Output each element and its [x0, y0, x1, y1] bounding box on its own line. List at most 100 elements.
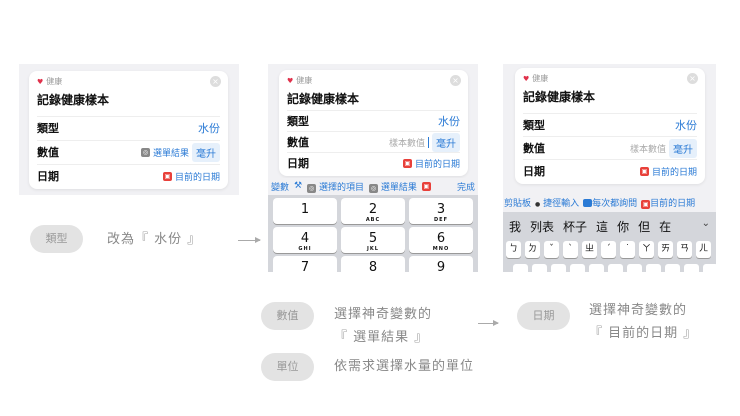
key-letters: GHI [298, 246, 312, 252]
calendar-icon[interactable]: ▣ [421, 181, 431, 191]
health-action-card: ♥健康 × 記錄健康樣本 類型水份 數值樣本數值毫升 日期▣目前的日期 [515, 68, 705, 184]
date-row[interactable]: 日期▣目前的日期 [287, 152, 460, 173]
zhuyin-key[interactable]: ˊ [601, 241, 616, 258]
zhuyin-key[interactable] [646, 264, 661, 272]
candidate-word[interactable]: 這 [596, 219, 609, 234]
key-letters: ABC [365, 217, 381, 223]
candidate-word[interactable]: 杯子 [563, 219, 588, 234]
value-row[interactable]: 數值樣本數值毫升 [287, 131, 460, 152]
zhuyin-key[interactable]: ㄢ [677, 241, 692, 258]
close-icon[interactable]: × [687, 73, 698, 84]
date-variable[interactable]: 目前的日期 [414, 159, 460, 170]
key-digit: 6 [436, 231, 446, 246]
zhuyin-key[interactable] [532, 264, 547, 272]
magic-wand-icon[interactable]: ⚒ [294, 181, 303, 191]
date-variable[interactable]: 目前的日期 [174, 172, 220, 183]
type-value[interactable]: 水份 [198, 122, 220, 135]
zhuyin-key[interactable] [570, 264, 585, 272]
value-input[interactable]: 樣本數值 [388, 138, 425, 149]
zhuyin-key[interactable] [589, 264, 604, 272]
type-row[interactable]: 類型 水份 [523, 113, 697, 136]
value-row[interactable]: 數值樣本數值毫升 [523, 136, 697, 159]
candidate-word[interactable]: 在 [659, 219, 672, 234]
zhuyin-key[interactable] [551, 264, 566, 272]
zhuyin-key[interactable] [627, 264, 642, 272]
candidate-word[interactable]: 但 [638, 219, 651, 234]
zhuyin-key[interactable] [684, 264, 699, 272]
date-variable[interactable]: 目前的日期 [651, 167, 697, 178]
calendar-icon: ▣ [641, 199, 651, 209]
zhuyin-key[interactable]: ㄓ [582, 241, 597, 258]
menu-result-label: 選單結果 [380, 182, 417, 193]
zhuyin-key[interactable]: ˇ [544, 241, 559, 258]
zhuyin-key[interactable] [665, 264, 680, 272]
menu-icon: ◎ [307, 183, 317, 193]
value-pill: 數值 [261, 302, 314, 330]
type-value[interactable]: 水份 [675, 119, 697, 132]
close-icon[interactable]: × [210, 76, 221, 87]
value-variable[interactable]: 選單結果 [152, 148, 189, 159]
done-button[interactable]: 完成 [456, 182, 475, 193]
date-row[interactable]: 日期▣目前的日期 [523, 159, 697, 182]
key-9[interactable]: 9 [409, 256, 473, 272]
close-icon[interactable]: × [450, 75, 461, 86]
menu-result-button[interactable]: ◎ 選單結果 [368, 180, 417, 193]
zhuyin-key[interactable]: ㄅ [506, 241, 521, 258]
zhuyin-key[interactable]: ㄚ [639, 241, 654, 258]
type-value[interactable]: 水份 [438, 115, 460, 128]
shortcut-icon: ● [535, 200, 541, 208]
unit-chip[interactable]: 毫升 [192, 142, 220, 162]
selected-item-label: 選擇的項目 [318, 182, 364, 193]
menu-icon: ◎ [140, 147, 150, 157]
shortcut-input-button[interactable]: ● 捷徑輸入 [535, 196, 579, 209]
zhuyin-key[interactable]: ㄉ [525, 241, 540, 258]
key-1[interactable]: 1 [273, 198, 337, 224]
arrow-icon [238, 237, 261, 243]
value-row[interactable]: 數值◎選單結果毫升 [37, 140, 220, 163]
heart-icon: ♥ [523, 74, 530, 83]
key-digit: 3 [436, 202, 446, 217]
key-digit: 2 [368, 202, 378, 217]
action-title: 記錄健康樣本 [287, 92, 360, 106]
value-input[interactable]: 樣本數值 [629, 144, 666, 155]
key-8[interactable]: 8 [341, 256, 405, 272]
unit-chip[interactable]: 毫升 [669, 138, 697, 158]
type-label: 類型 [523, 119, 545, 132]
zhuyin-key[interactable]: ˙ [620, 241, 635, 258]
ask-each-time-button[interactable]: 每次都詢問 [583, 196, 637, 209]
calendar-icon: ▣ [162, 171, 172, 181]
heart-icon: ♥ [37, 77, 44, 86]
variable-toolbar: 剪貼板 ● 捷徑輸入 每次都詢問 ▣目前的日期 [503, 194, 716, 210]
heart-icon: ♥ [287, 76, 294, 85]
clipboard-button[interactable]: 剪貼板 [504, 198, 532, 209]
zhuyin-key[interactable]: ㄦ [696, 241, 711, 258]
selected-item-button[interactable]: ◎ 選擇的項目 [307, 180, 364, 193]
type-row[interactable]: 類型水份 [287, 110, 460, 131]
variables-button[interactable]: 變數 [271, 182, 290, 193]
candidate-word[interactable]: 列表 [530, 219, 555, 234]
date-row[interactable]: 日期▣目前的日期 [37, 164, 220, 187]
zhuyin-key[interactable] [703, 264, 716, 272]
key-7[interactable]: 7 [273, 256, 337, 272]
health-action-card: ♥健康 × 記錄健康樣本 類型水份 數值◎選單結果毫升 日期▣目前的日期 [29, 71, 228, 189]
zhuyin-key[interactable]: ㄞ [658, 241, 673, 258]
zhuyin-key[interactable] [513, 264, 528, 272]
chevron-down-icon[interactable]: ⌄ [701, 218, 710, 229]
zhuyin-key[interactable]: ˋ [563, 241, 578, 258]
zhuyin-key[interactable] [608, 264, 623, 272]
current-date-label: 目前的日期 [650, 198, 696, 209]
arrow-icon [478, 320, 499, 326]
current-date-button[interactable]: ▣目前的日期 [641, 196, 695, 209]
candidate-word[interactable]: 你 [617, 219, 630, 234]
type-row[interactable]: 類型水份 [37, 116, 220, 139]
app-name: 健康 [46, 77, 63, 86]
candidate-word[interactable]: 我 [509, 219, 522, 234]
unit-chip[interactable]: 毫升 [432, 132, 460, 152]
